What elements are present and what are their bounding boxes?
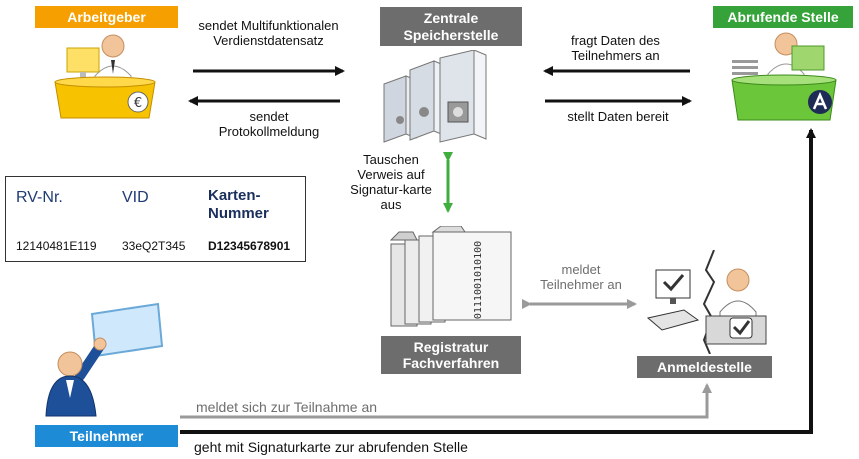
svg-text:€: €: [134, 96, 142, 111]
flow-goes-with-card: geht mit Signaturkarte zur abrufenden St…: [194, 439, 468, 455]
employer-icon: €: [54, 34, 156, 119]
svg-text:0111001010100: 0111001010100: [473, 241, 484, 319]
flow-sends-statement: sendet Multifunktionalen Verdienstdatens…: [198, 18, 339, 48]
requesting-office-label: Abrufende Stelle: [713, 6, 853, 28]
card-header-rv-nr: RV-Nr.: [16, 189, 63, 206]
requesting-office-icon: [731, 32, 837, 121]
card-header-vid: VID: [122, 189, 149, 206]
registry-files-icon: 0111001010100: [389, 226, 512, 327]
employer-label: Arbeitgeber: [35, 6, 178, 28]
flow-registers-self: meldet sich zur Teilnahme an: [196, 399, 378, 415]
registration-office-label: Anmeldestelle: [637, 356, 772, 378]
central-storage-label: Zentrale Speicherstelle: [380, 7, 522, 46]
card-value-card-number: D12345678901: [208, 239, 291, 253]
flow-requests-data: fragt Daten des Teilnehmers an: [571, 33, 660, 63]
flow-provides-data: stellt Daten bereit: [567, 109, 669, 124]
server-icon: [383, 50, 487, 143]
flow-reports-participant: meldet Teilnehmer an: [540, 262, 622, 292]
card-header-card-number: Karten-Nummer: [208, 187, 269, 222]
data-card: RV-Nr. VID Karten-Nummer 12140481E119 33…: [5, 176, 306, 262]
registry-label: Registratur Fachverfahren: [381, 336, 521, 374]
line-participant-to-requesting: [180, 128, 816, 434]
flow-exchange-reference: Tauschen Verweis auf Signatur-karte aus: [350, 152, 432, 212]
flow-sends-protocol: sendet Protokollmeldung: [218, 109, 320, 139]
participant-icon: [45, 302, 164, 417]
line-participant-to-registration: [180, 383, 712, 419]
card-value-vid: 33eQ2T345: [122, 239, 186, 253]
card-value-rv-nr: 12140481E119: [16, 239, 97, 253]
registration-office-icon: [646, 250, 767, 354]
participant-label: Teilnehmer: [35, 425, 178, 447]
